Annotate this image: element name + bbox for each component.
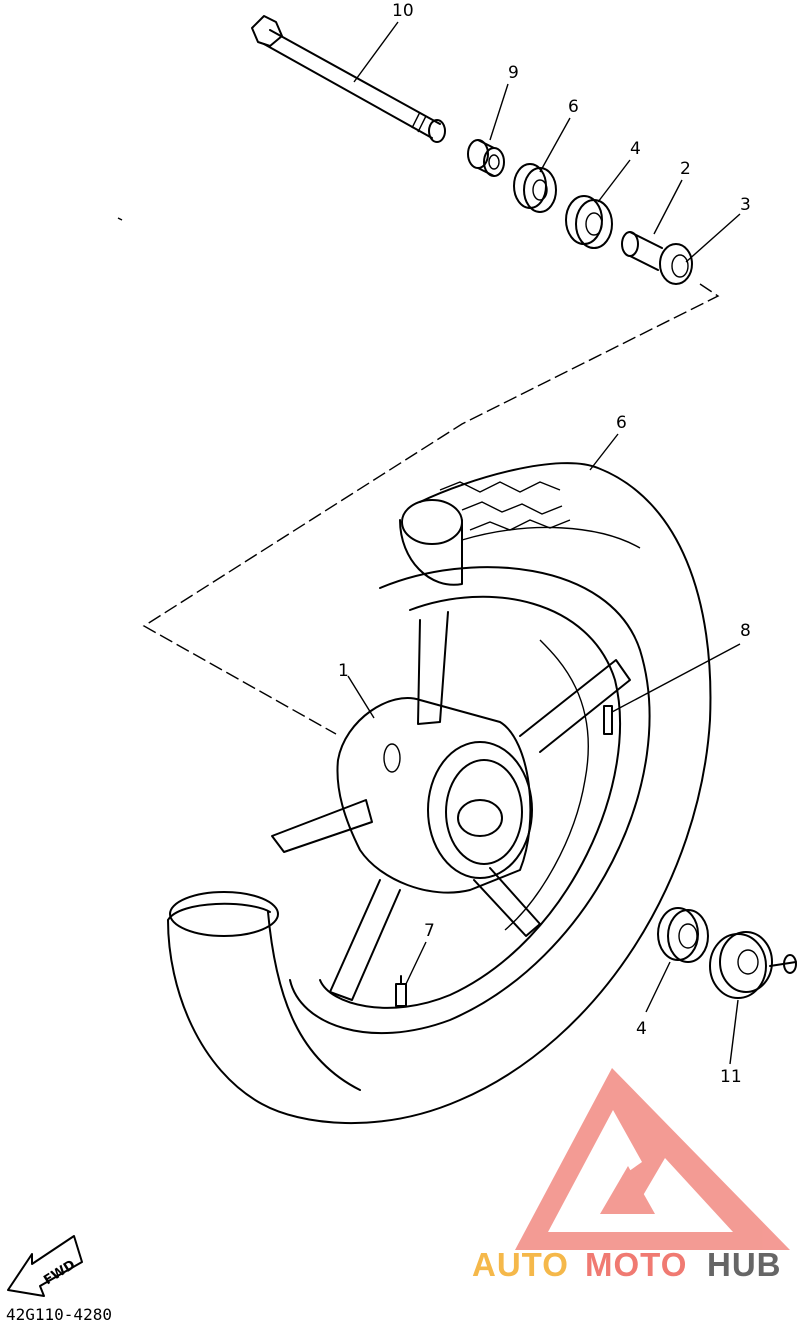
tire-drawing: [167, 462, 712, 1125]
part-label-5: 6: [568, 97, 579, 117]
hub-drawing: [336, 697, 533, 894]
axle-drawing: [251, 15, 446, 143]
part-label-8: 8: [740, 621, 751, 641]
part-label-6: 6: [616, 413, 627, 433]
watermark-wordmark: AUTO MOTO HUB: [472, 1246, 782, 1283]
watermark-moto: MOTO: [585, 1246, 687, 1283]
fwd-label: FWD: [41, 1257, 78, 1288]
part-label-4-upper: 4: [630, 139, 641, 159]
collar-drawing: [621, 231, 693, 285]
part-label-2: 2: [680, 159, 691, 179]
balance-weight-drawing: [603, 705, 613, 735]
diagram-code: 42G110-4280: [6, 1305, 112, 1324]
rim-drawing: [289, 566, 651, 1034]
watermark-auto: AUTO: [472, 1246, 569, 1283]
assembly-axis-lines: [117, 217, 720, 735]
part-number-labels: 10 9 6 4 2 3 6 8 1 7 4 11: [338, 1, 751, 1087]
part-label-1: 1: [338, 661, 349, 681]
part-label-11: 11: [720, 1067, 742, 1087]
leader-lines: [347, 21, 741, 1065]
bearing-middle-drawing: [565, 195, 613, 249]
spacer-drawing: [467, 139, 505, 177]
part-label-9: 9: [508, 63, 519, 83]
bearing-upper-drawing: [513, 163, 557, 213]
valve-drawing: [395, 975, 407, 1007]
meter-gear-drawing: [709, 931, 797, 999]
part-label-7: 7: [424, 921, 435, 941]
part-label-4-lower: 4: [636, 1019, 647, 1039]
watermark-hub: HUB: [707, 1246, 782, 1283]
spokes-drawing: [271, 611, 631, 1001]
bearing-lower-drawing: [657, 907, 709, 963]
watermark-logo: [515, 1068, 790, 1250]
part-label-3: 3: [740, 195, 751, 215]
part-label-10: 10: [392, 1, 414, 21]
forward-arrow-icon: FWD: [7, 1235, 83, 1297]
